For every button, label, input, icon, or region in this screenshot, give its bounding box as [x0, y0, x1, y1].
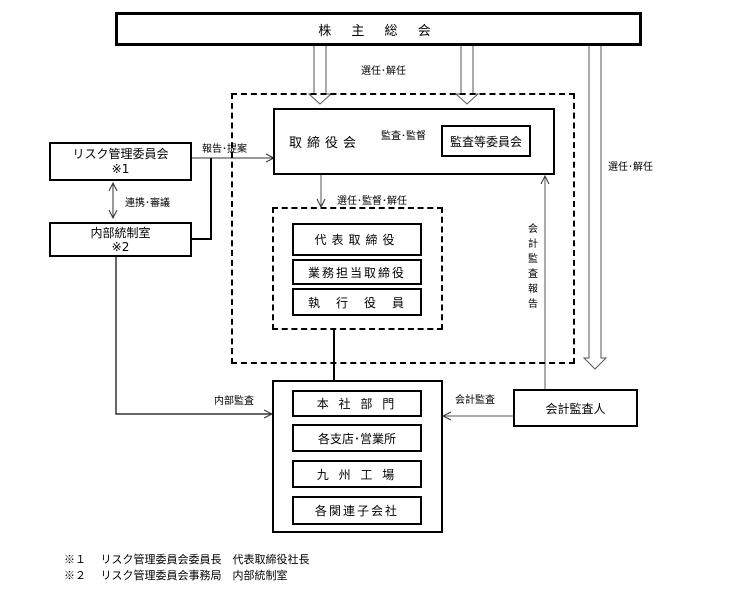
governance-boundary	[231, 93, 575, 364]
node-audit-committee: 監査等委員会	[441, 125, 531, 157]
node-executive-director: 業務担当取締役	[292, 259, 422, 285]
executive-group	[272, 207, 443, 330]
connector-internal-control-to-report	[191, 158, 212, 240]
node-representative-director: 代表取締役	[292, 223, 422, 256]
node-accounting-auditor: 会計監査人	[513, 389, 638, 427]
label-internal-audit: 内部監査	[214, 396, 254, 407]
arrow-internal-audit	[115, 255, 272, 414]
label-appoint-dismiss-board: 選任･解任	[361, 66, 406, 77]
label-appoint-supervise-dismiss: 選任･監督･解任	[337, 196, 407, 207]
label-appoint-dismiss-auditor: 選任･解任	[608, 162, 653, 173]
node-head-office: 本 社 部 門	[292, 390, 422, 417]
node-affiliates: 各関連子会社	[292, 496, 422, 525]
label-audit-supervise: 監査･監督	[381, 131, 426, 142]
footnote-1: ※１ リスク管理委員会委員長 代表取締役社長	[64, 553, 310, 566]
block-arrow-to-accounting-auditor	[582, 44, 608, 370]
node-risk-committee: リスク管理委員会 ※1	[49, 142, 192, 181]
node-branches: 各支店･営業所	[292, 424, 422, 452]
node-executive-officers: 執 行 役 員	[292, 288, 422, 316]
label-accounting-audit-report: 会計監査報告	[528, 224, 538, 310]
label-report-propose: 報告･提案	[202, 144, 247, 155]
node-internal-control-office: 内部統制室 ※2	[49, 222, 192, 257]
footnote-2: ※２ リスク管理委員会事務局 内部統制室	[64, 569, 288, 582]
label-accounting-audit: 会計監査	[455, 395, 495, 406]
label-cooperation: 連携･審議	[125, 198, 170, 209]
node-shareholders-meeting: 株 主 総 会	[115, 12, 642, 46]
node-kyushu-factory: 九 州 工 場	[292, 460, 422, 488]
